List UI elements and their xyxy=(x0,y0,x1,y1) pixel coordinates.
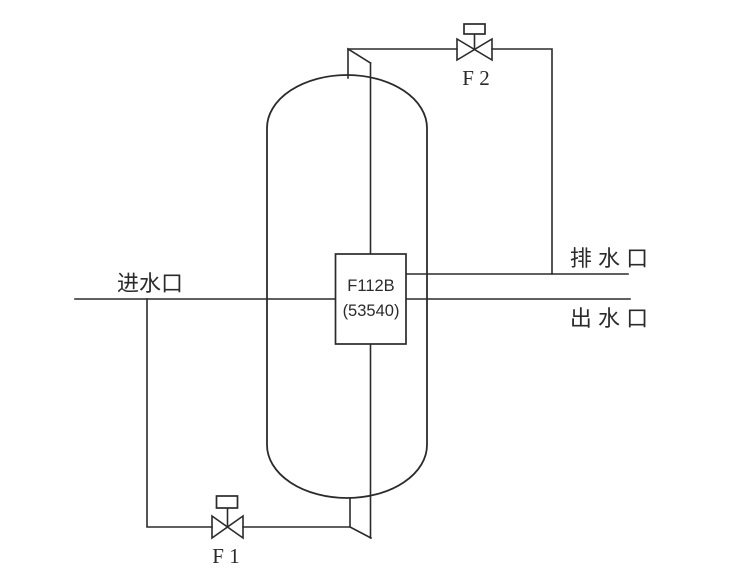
vessel-tag-box xyxy=(334,253,407,345)
valve-f1-body-right xyxy=(226,514,244,540)
valve-f2: F 2 xyxy=(456,23,493,90)
vessel-tag-label: F112B xyxy=(347,277,394,295)
valve-f2-label: F 2 xyxy=(462,66,489,90)
valve-f1-actuator xyxy=(215,495,239,509)
valve-f2-body-left xyxy=(456,37,477,62)
top-nozzle xyxy=(347,47,372,79)
label-inlet: 进水口 xyxy=(117,271,183,296)
valve-f2-actuator xyxy=(463,23,486,35)
valve-f1-label: F 1 xyxy=(212,544,239,568)
vessel-tag-number: (53540) xyxy=(343,302,400,320)
label-outlet: 出 水 口 xyxy=(570,306,648,331)
label-drain: 排 水 口 xyxy=(570,246,648,271)
bottom-bypass-pipe xyxy=(146,298,351,528)
valve-f1-body-left xyxy=(211,514,229,540)
valve-f2-body-right xyxy=(472,37,493,62)
top-bypass-pipe xyxy=(347,48,553,275)
valve-f1: F 1 xyxy=(211,495,244,568)
vessel-outline xyxy=(266,74,428,499)
bottom-nozzle xyxy=(349,498,373,540)
